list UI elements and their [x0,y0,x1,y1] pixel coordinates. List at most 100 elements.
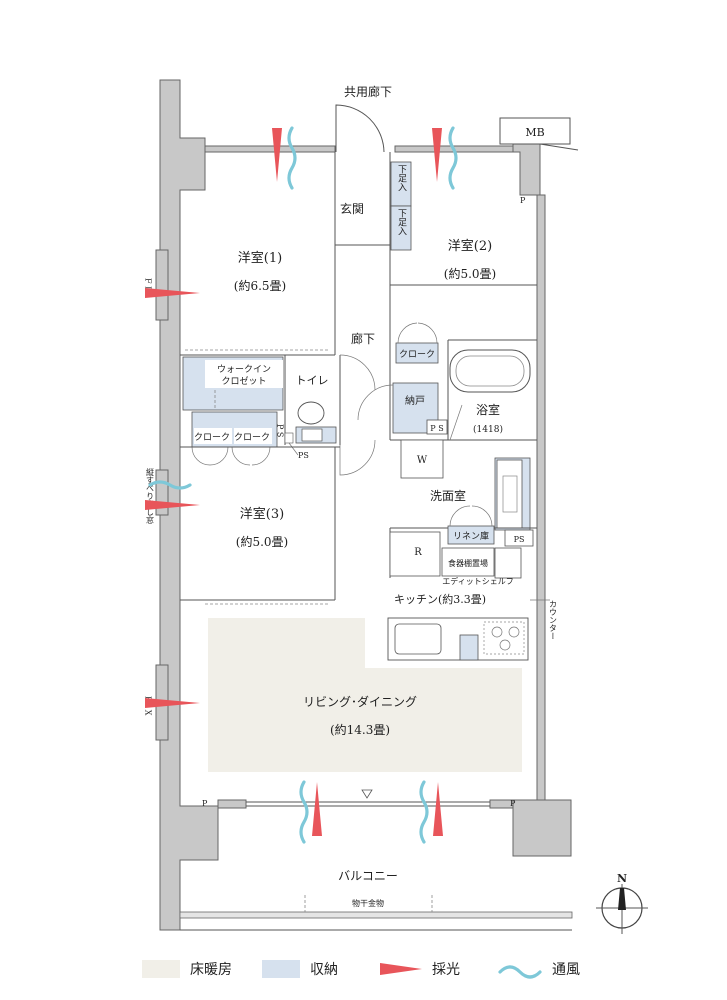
wash-vanity [496,459,523,529]
mb-leader [539,143,579,151]
cloak-hall-doors[interactable] [397,322,438,344]
wic-label-bg [205,360,283,388]
cloak-room3-doors[interactable] [191,446,271,466]
stove-area [483,621,525,655]
toilet-door[interactable] [339,354,376,391]
edit-shelf [494,547,522,579]
bath-size: (1418) [473,424,503,435]
sunlight-arrow-6 [312,782,322,836]
right-bottom-column [512,799,572,857]
entrance-label: 玄関 [340,201,364,216]
floor-heating-area [208,618,522,772]
sunlight-arrow-5 [145,698,200,708]
balcony-rail [179,911,573,919]
storage-label: 納戸 [405,394,425,407]
burner-2 [508,626,520,638]
bathtub-inner [455,355,525,387]
wash-basin [502,475,518,513]
compass-needle [618,888,626,910]
kitchen-label: キッチン(約3.3畳) [394,592,486,606]
top-wall-left [204,145,336,153]
dish-label: 食器棚置場 [448,558,488,568]
wind-arrow-1 [287,126,297,190]
ps-toilet-label: P S [276,424,285,437]
fix-label-1: F I X [144,278,153,298]
linen-box [447,525,495,545]
ps-leader-label: PS [298,451,309,460]
cloak-hall-label: クローク [399,349,435,360]
shelf-label: エディットシェルフ [442,576,513,586]
entry-marker [361,789,373,799]
washroom-door[interactable] [339,439,376,476]
room3-label: 洋室(3) [240,506,284,522]
shoe-label-2: 下足入 [396,209,407,236]
ps-bath-label: P S [430,424,443,433]
toilet-label: トイレ [296,374,329,387]
cloak-b-bg [234,428,272,444]
p-label-1: P [520,196,526,205]
kitchen-sink [394,623,442,655]
ps-box [284,432,294,444]
cloak-b-label: クローク [234,432,270,443]
cloak-a-bg [194,428,232,444]
top-right-column [512,139,541,196]
washer-label: W [417,455,428,466]
entrance-door[interactable] [335,104,385,153]
compass-n-label: N [617,872,627,885]
balcony-label: バルコニー [338,869,398,883]
legend-swatch-floorheat [142,960,180,978]
room2-size: (約5.0畳) [444,266,496,281]
legend-label-storage: 収納 [310,962,338,978]
ldk-size: (約14.3畳) [330,722,390,737]
wind-arrow-3 [148,480,192,490]
dryer-label: 物干金物 [352,898,384,908]
legend-label-wind: 通風 [552,962,580,978]
ps-kitchen [504,529,534,547]
burner-1 [491,626,503,638]
toilet-tank-inner [301,428,323,442]
toilet-bowl [297,401,325,425]
room1-size: (約6.5畳) [234,278,286,293]
legend-label-floorheat: 床暖房 [190,962,232,978]
sunlight-arrow-3 [145,288,200,298]
linen-doors[interactable] [449,505,493,527]
bottom-wall-left [217,799,247,809]
linen-label: リネン庫 [453,530,489,542]
room2-label: 洋室(2) [448,238,492,254]
legend-swatch-sunlight [380,963,422,975]
cloak-a-label: クローク [194,432,230,443]
shoe-label-1: 下足入 [396,165,407,192]
ldk-label: リビング･ダイニング [303,694,417,709]
ps-kitchen-label: PS [514,535,525,544]
counter-label: カウンター [549,600,558,640]
legend-swatch-wind [498,965,542,979]
dish-shelf-space [441,547,495,577]
room3-size: (約5.0畳) [236,534,288,549]
shoe-cabinet-2 [390,205,412,251]
fridge-label: R [414,547,422,558]
p-label-3: P [510,799,516,808]
sunlight-arrow-2 [432,128,442,182]
slide-window-label: 縦すべり出し窓 [146,467,155,524]
storage-door[interactable] [357,384,394,421]
washroom-label: 洗面室 [430,488,466,503]
hall-label: 廊下 [351,331,375,346]
cloak-hall-box [395,342,439,364]
legend: 床暖房 収納 採光 通風 [142,960,580,979]
burner-3 [499,639,511,651]
right-wall [536,194,546,806]
common-corridor-label: 共用廊下 [344,84,392,99]
ps-bath [426,419,448,435]
wind-arrow-4 [299,780,309,844]
room1-label: 洋室(1) [238,250,282,266]
sunlight-arrow-7 [433,782,443,836]
fridge-space [389,531,441,577]
washer-space [400,439,444,479]
sunlight-arrow-1 [272,128,282,182]
bath-door[interactable] [449,404,463,441]
kitchen-storage [459,634,479,661]
ps-leader [288,442,299,456]
legend-swatch-storage [262,960,300,978]
bath-label: 浴室 [476,402,500,417]
